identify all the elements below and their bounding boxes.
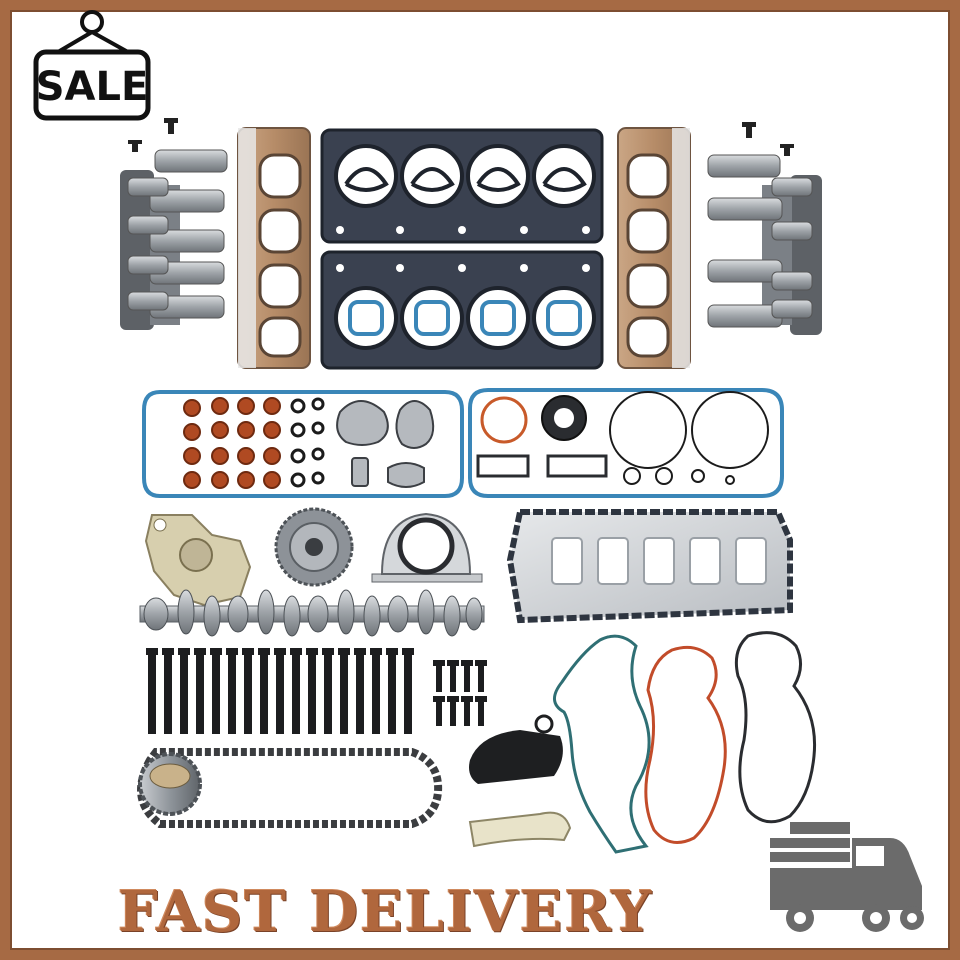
price-tag-icon — [33, 10, 151, 121]
head-bolts — [146, 648, 414, 734]
chain-guide — [468, 811, 572, 848]
cylinder-head-gasket-upper — [320, 128, 604, 244]
valve-stem-seals — [183, 397, 435, 489]
cylinder-head-gasket-lower — [320, 250, 604, 370]
rear-main-seal — [371, 512, 483, 583]
lifter-guide-right — [707, 122, 822, 335]
sale-label: SALE — [36, 64, 149, 110]
delivery-truck-icon — [770, 822, 924, 932]
timing-chain — [137, 748, 443, 828]
exhaust-manifold-gasket-left — [237, 127, 311, 369]
valve-cover-gasket-right — [468, 388, 784, 498]
timing-cover-gaskets — [553, 631, 817, 854]
oil-pan-gasket — [506, 509, 793, 624]
lifter-guide-left — [120, 118, 228, 330]
valve-cover-gasket-left — [142, 390, 464, 498]
short-bolts — [433, 660, 487, 726]
exhaust-manifold-gasket-right — [617, 127, 691, 369]
oil-pump — [144, 514, 252, 607]
cam-phaser — [274, 507, 354, 587]
camshaft — [139, 589, 485, 637]
fast-delivery-headline: FAST DELIVERY — [118, 879, 654, 945]
sale-badge: SALE — [33, 10, 151, 121]
timing-chain-tensioner — [469, 714, 563, 784]
